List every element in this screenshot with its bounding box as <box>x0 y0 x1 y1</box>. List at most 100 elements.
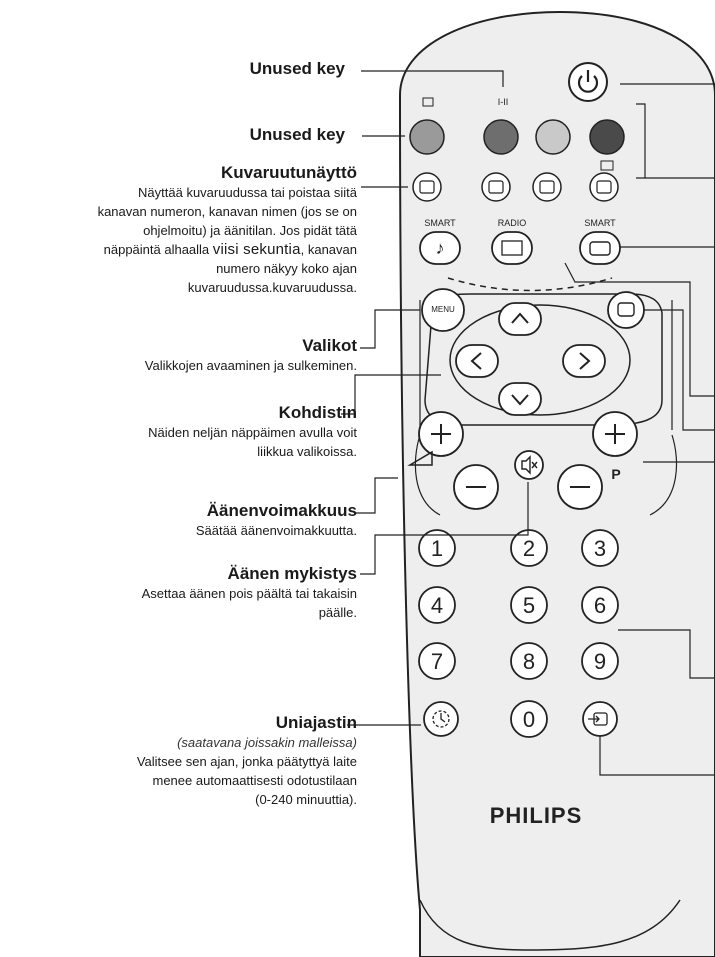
picture-icon <box>589 241 611 256</box>
label-desc: ohjelmoitu) ja äänitilan. Jos pidät tätä <box>143 223 357 238</box>
label-desc: Asettaa äänen pois päältä tai takaisin <box>141 586 357 601</box>
volume-down-button[interactable] <box>453 464 499 510</box>
label-unused-key-1: Unused key <box>0 58 345 79</box>
label-desc-part: , kanavan <box>300 242 357 257</box>
color-key-3[interactable] <box>535 119 571 155</box>
color-key-4[interactable] <box>589 119 625 155</box>
label-desc-emph: viisi sekuntia <box>212 241 301 258</box>
label-desc: päälle. <box>318 605 357 620</box>
digit-label-5: 5 <box>522 593 536 618</box>
info-icon <box>419 180 435 194</box>
digit-label-8: 8 <box>522 649 536 674</box>
digit-key-0[interactable] <box>510 700 548 738</box>
key-label-radio: RADIO <box>497 218 527 228</box>
key-label-smart-left: SMART <box>424 218 456 228</box>
cursor-down-button[interactable] <box>498 382 542 416</box>
volume-triangle-icon <box>407 450 433 466</box>
label-volume: Äänenvoimakkuus Säätää äänenvoimakkuutta… <box>0 500 357 540</box>
digit-key-4[interactable] <box>418 586 456 624</box>
label-desc: kuvaruudussa.kuvaruudussa. <box>187 280 357 295</box>
color-key-2[interactable] <box>483 119 519 155</box>
brand-logo: PHILIPS <box>489 803 583 828</box>
osd-button[interactable] <box>412 172 442 202</box>
sleep-timer-button[interactable] <box>423 701 459 737</box>
color-key-1[interactable] <box>409 119 445 155</box>
volume-up-button[interactable] <box>418 411 464 457</box>
label-title: Unused key <box>249 125 345 144</box>
av-input-button[interactable] <box>582 701 618 737</box>
label-title: Unused key <box>249 59 345 78</box>
label-title: Äänen mykistys <box>227 564 357 583</box>
teletext-small-icon <box>600 160 614 171</box>
digit-label-3: 3 <box>593 536 607 561</box>
menu-button[interactable] <box>421 288 465 332</box>
digit-key-6[interactable] <box>581 586 619 624</box>
digit-key-2[interactable] <box>510 529 548 567</box>
digit-key-9[interactable] <box>581 642 619 680</box>
teletext-reveal-button[interactable] <box>589 172 619 202</box>
key-label-menu: MENU <box>431 305 455 314</box>
callout-lines-left <box>341 70 529 726</box>
digit-key-5[interactable] <box>510 586 548 624</box>
teletext-button-2[interactable] <box>532 172 562 202</box>
key-label-dual: I-II <box>497 97 509 107</box>
digit-label-1: 1 <box>430 536 444 561</box>
teletext-icon <box>617 302 635 317</box>
chevron-right-icon <box>579 352 591 370</box>
digit-label-6: 6 <box>593 593 607 618</box>
teletext-button[interactable] <box>607 291 645 329</box>
digit-label-4: 4 <box>430 593 444 618</box>
teletext-button-1[interactable] <box>481 172 511 202</box>
digit-key-1[interactable] <box>418 529 456 567</box>
chevron-up-icon <box>511 312 529 324</box>
chevron-left-icon <box>470 352 482 370</box>
label-desc: liikkua valikoissa. <box>257 444 357 459</box>
key-label-program: P <box>611 466 621 482</box>
label-note: (saatavana joissakin malleissa) <box>177 735 357 750</box>
cursor-up-button[interactable] <box>498 302 542 336</box>
digit-key-7[interactable] <box>418 642 456 680</box>
label-title: Äänenvoimakkuus <box>206 501 357 520</box>
label-title: Valikot <box>302 336 357 355</box>
label-desc-part: näppäintä alhaalla <box>103 242 213 257</box>
label-title: Uniajastin <box>275 713 357 732</box>
digit-key-8[interactable] <box>510 642 548 680</box>
program-up-button[interactable] <box>592 411 638 457</box>
radio-icon <box>501 240 523 256</box>
key-label-smart-right: SMART <box>584 218 616 228</box>
label-desc: Näiden neljän näppäimen avulla voit <box>148 425 357 440</box>
digit-keypad <box>418 529 619 738</box>
label-osd: Kuvaruutunäyttö Näyttää kuvaruudussa tai… <box>0 162 357 297</box>
clock-icon <box>432 710 450 728</box>
label-desc: Valitsee sen ajan, jonka päätyttyä laite <box>136 754 357 769</box>
power-button[interactable] <box>568 62 608 102</box>
label-desc: Valikkojen avaaminen ja sulkeminen. <box>144 358 357 373</box>
smart-picture-button[interactable] <box>579 231 621 265</box>
plus-icon <box>431 424 451 444</box>
chevron-down-icon <box>511 394 529 406</box>
label-title: Kohdistin <box>278 403 357 422</box>
screen-format-icon <box>422 97 434 107</box>
label-desc: numero näkyy koko ajan <box>216 261 357 276</box>
label-title: Kuvaruutunäyttö <box>221 163 357 182</box>
mute-icon <box>521 455 538 475</box>
smart-sound-button[interactable] <box>419 231 461 265</box>
question-icon <box>596 180 612 194</box>
label-sleep-timer: Uniajastin (saatavana joissakin malleiss… <box>0 712 357 809</box>
label-unused-key-2: Unused key <box>0 124 345 145</box>
digit-key-3[interactable] <box>581 529 619 567</box>
mute-button[interactable] <box>514 450 544 480</box>
label-mute: Äänen mykistys Asettaa äänen pois päältä… <box>0 563 357 622</box>
label-cursor: Kohdistin Näiden neljän näppäimen avulla… <box>0 402 357 461</box>
digit-label-2: 2 <box>522 536 536 561</box>
radio-button[interactable] <box>491 231 533 265</box>
power-icon <box>577 75 599 93</box>
callout-lines-right <box>564 83 715 776</box>
label-menus: Valikot Valikkojen avaaminen ja sulkemin… <box>0 335 357 375</box>
label-desc-emph-line: näppäintä alhaalla viisi sekuntia, kanav… <box>0 240 357 259</box>
program-down-button[interactable] <box>557 464 603 510</box>
cursor-left-button[interactable] <box>455 344 499 378</box>
cursor-right-button[interactable] <box>562 344 606 378</box>
